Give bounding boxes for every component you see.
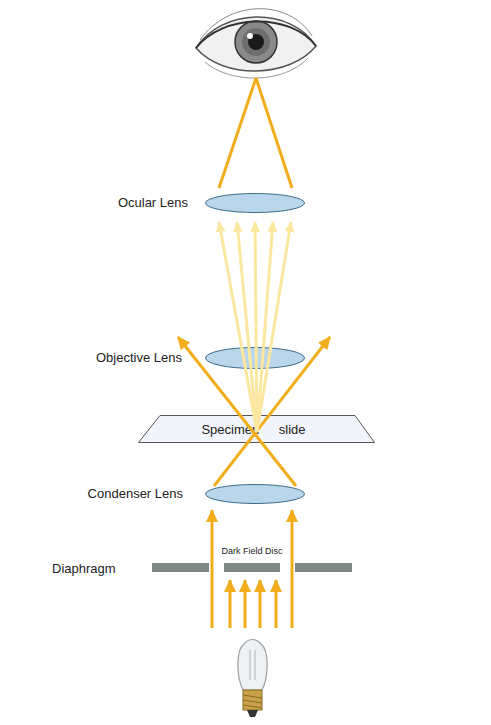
diaphragm-label: Diaphragm (52, 561, 142, 576)
diaphragm-bar (295, 563, 352, 572)
lens-label: Objective Lens (96, 350, 182, 366)
light-bulb (238, 640, 267, 718)
disc-label: Dark Field Disc (204, 546, 300, 556)
eye-illustration (196, 9, 316, 78)
lens-ellipse (205, 193, 305, 213)
lens-ellipse (205, 484, 305, 504)
ocular-lens: Ocular Lens (205, 193, 305, 213)
lens-label: Condenser Lens (88, 486, 183, 502)
dark-field-disc (224, 563, 280, 572)
condenser-lens: Condenser Lens (205, 484, 305, 504)
lens-label: Ocular Lens (118, 195, 188, 211)
diaphragm-bar (152, 563, 209, 572)
